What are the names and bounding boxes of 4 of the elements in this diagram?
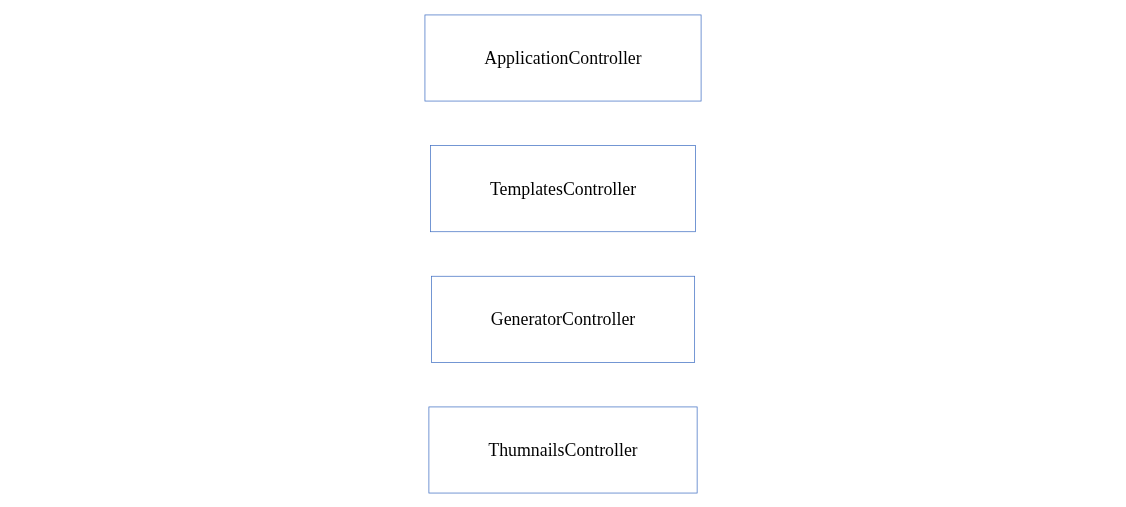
node-box: ThumnailsController bbox=[428, 406, 698, 493]
node-box: TemplatesController bbox=[430, 144, 696, 232]
node-box: GeneratorController bbox=[431, 275, 695, 363]
node-box: ApplicationController bbox=[424, 14, 702, 101]
